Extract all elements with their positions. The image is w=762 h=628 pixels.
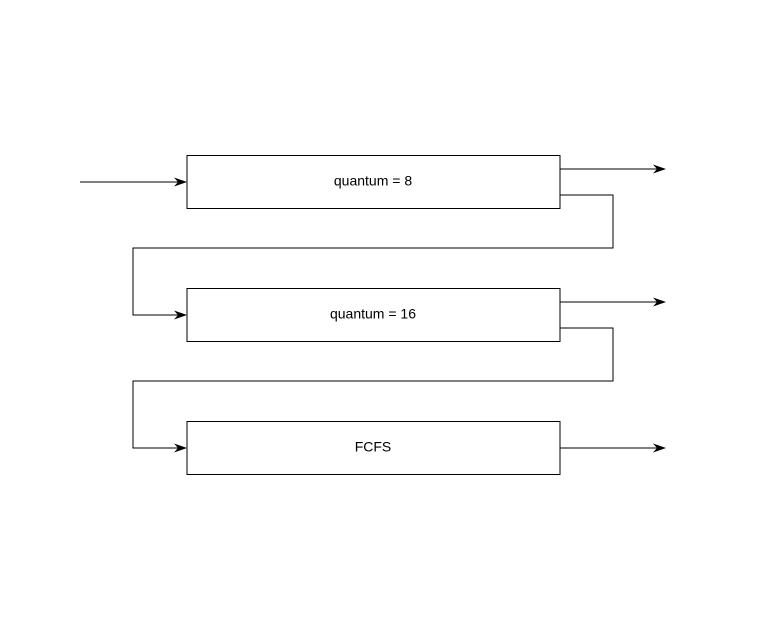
demotion-path-2-to-3 <box>132 327 614 449</box>
queue-3: FCFS <box>186 421 561 475</box>
demotion-path-1-to-2 <box>132 194 614 316</box>
queue-1-label: quantum = 8 <box>334 173 412 189</box>
queue-2-label: quantum = 16 <box>330 306 416 322</box>
demotion-arrow-head-1-to-2 <box>174 310 187 320</box>
queue-1: quantum = 8 <box>186 155 561 209</box>
queue-2-exit-arrow-head <box>653 297 666 307</box>
queue-3-label: FCFS <box>355 439 392 455</box>
queue-2-box <box>186 288 561 342</box>
queue-1-exit-arrow-head <box>653 164 666 174</box>
queue-1-box <box>186 155 561 209</box>
queue-3-exit-arrow-head <box>653 443 666 453</box>
demotion-arrow-head-2-to-3 <box>174 443 187 453</box>
queue-2: quantum = 16 <box>186 288 561 342</box>
entry-arrow-head <box>174 177 187 187</box>
queue-3-box <box>186 421 561 475</box>
